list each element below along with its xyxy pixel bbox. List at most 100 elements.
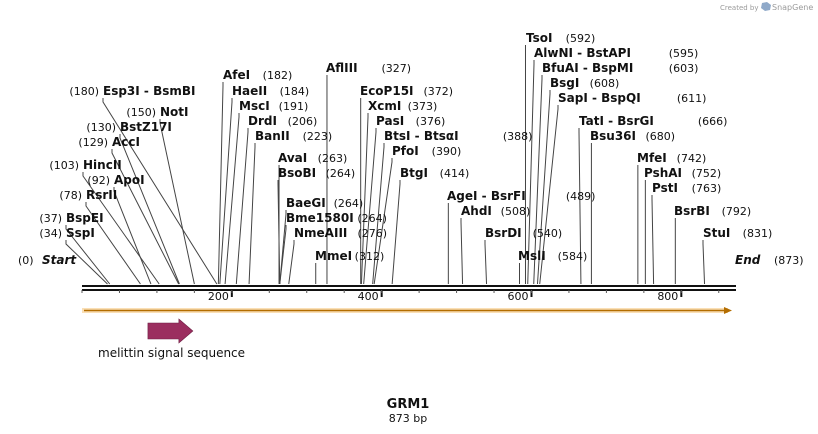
site-noti[interactable]: NotI(150) (126, 105, 188, 119)
feature-arrow-icon[interactable] (147, 318, 194, 344)
site-mfei[interactable]: MfeI(742) (637, 151, 706, 165)
site-position: (92) (87, 174, 110, 187)
site-name[interactable]: MfeI (637, 151, 667, 165)
site-banii[interactable]: BanII(223) (255, 129, 332, 143)
site-drdi[interactable]: DrdI(206) (248, 114, 317, 128)
site-sspi[interactable]: SspI(34) (39, 226, 94, 240)
site-name[interactable]: BsgI (550, 76, 579, 90)
site-name[interactable]: ApoI (114, 173, 145, 187)
site-name[interactable]: AhdI (461, 204, 492, 218)
site-connector (536, 90, 551, 285)
site-name[interactable]: AflIII (326, 61, 358, 75)
site-pfoi[interactable]: PfoI(390) (392, 144, 461, 158)
site-name[interactable]: BtsI - BtsαI (384, 129, 459, 143)
site-name[interactable]: PstI (652, 181, 678, 195)
site-tati-bsrgi[interactable]: TatI - BsrGI (666) (579, 114, 727, 128)
site-name[interactable]: TatI - BsrGI (579, 114, 654, 128)
site-bsrdi[interactable]: BsrDI(540) (485, 226, 562, 240)
site-mmei[interactable]: MmeI(312) (315, 249, 384, 263)
site-agei-bsrfi[interactable]: AgeI - BsrFI(489) (447, 189, 595, 203)
site-alwni-bstapi[interactable]: AlwNI - BstAPI(595) (534, 46, 698, 60)
site-baegi[interactable]: BaeGI(264) (286, 196, 363, 210)
site-name[interactable]: BspEI (66, 211, 104, 225)
site-haeii[interactable]: HaeII (184) (232, 84, 309, 98)
site-esp3i-bsmbi[interactable]: Esp3I - BsmBI(180) (69, 84, 195, 98)
site-connector (102, 98, 218, 285)
site-name[interactable]: BanII (255, 129, 290, 143)
site-acci[interactable]: AccI(129) (78, 135, 140, 149)
site-stui[interactable]: StuI(831) (703, 226, 772, 240)
site-name[interactable]: BfuAI - BspMI (542, 61, 633, 75)
site-name[interactable]: AvaI (278, 151, 307, 165)
site-connector (111, 149, 180, 285)
site-name[interactable]: Bme1580I (286, 211, 354, 225)
site-position: (508) (501, 205, 531, 218)
site-name[interactable]: StuI (703, 226, 730, 240)
site-name[interactable]: TsoI (526, 31, 552, 45)
site-name[interactable]: AfeI (223, 68, 250, 82)
site-ecop15i[interactable]: EcoP15I(372) (360, 84, 453, 98)
site-position: (184) (280, 85, 310, 98)
site-name[interactable]: AgeI - BsrFI (447, 189, 526, 203)
site-name[interactable]: DrdI (248, 114, 277, 128)
site-connector (363, 128, 377, 285)
site-sapi-bspqi[interactable]: SapI - BspQI(611) (558, 91, 706, 105)
site-rsrii[interactable]: RsrII(78) (59, 188, 117, 202)
site-name[interactable]: Bsu36I (590, 129, 636, 143)
site-bsrbi[interactable]: BsrBI(792) (674, 204, 751, 218)
site-pasi[interactable]: PasI(376) (376, 114, 445, 128)
site-bsobi[interactable]: BsoBI(264) (278, 166, 355, 180)
site-name[interactable]: MslI (518, 249, 546, 263)
site-name[interactable]: BsrDI (485, 226, 522, 240)
site-name[interactable]: PshAI (644, 166, 682, 180)
feature-track: melittin signal sequence (98, 318, 245, 360)
created-by-text: Created by (720, 4, 759, 12)
site-name[interactable]: PfoI (392, 144, 419, 158)
site-bsu36i[interactable]: Bsu36I(680) (590, 129, 675, 143)
site-name[interactable]: Esp3I - BsmBI (103, 84, 195, 98)
site-bspei[interactable]: BspEI(37) (39, 211, 103, 225)
site-psti[interactable]: PstI(763) (652, 181, 721, 195)
site-ahdi[interactable]: AhdI (508) (461, 204, 530, 218)
site-pshai[interactable]: PshAI(752) (644, 166, 721, 180)
site-tsoi[interactable]: TsoI (592) (526, 31, 595, 45)
site-name[interactable]: AccI (112, 135, 140, 149)
site-name[interactable]: MmeI (315, 249, 352, 263)
site-name[interactable]: BsoBI (278, 166, 316, 180)
site-name[interactable]: NmeAIII (294, 226, 347, 240)
site-name[interactable]: MscI (239, 99, 270, 113)
site-msci[interactable]: MscI(191) (239, 99, 308, 113)
site-btgi[interactable]: BtgI(414) (400, 166, 469, 180)
site-hincii[interactable]: HincII(103) (49, 158, 121, 172)
site-name[interactable]: BsrBI (674, 204, 710, 218)
site-afliii[interactable]: AflIII(327) (326, 61, 411, 75)
site-connector (85, 202, 141, 285)
site-msli[interactable]: MslI(584) (518, 249, 587, 263)
site-apoi[interactable]: ApoI (92) (87, 173, 144, 187)
site-btsi-bts-i[interactable]: BtsI - BtsαI(388) (384, 129, 532, 143)
site-name[interactable]: NotI (160, 105, 189, 119)
site-afei[interactable]: AfeI(182) (223, 68, 292, 82)
site-bme1580i[interactable]: Bme1580I(264) (286, 211, 387, 225)
site-name[interactable]: PasI (376, 114, 404, 128)
site-name[interactable]: BtgI (400, 166, 428, 180)
site-position: (592) (566, 32, 596, 45)
site-name[interactable]: XcmI (368, 99, 401, 113)
site-name[interactable]: HaeII (232, 84, 267, 98)
site-name[interactable]: BaeGI (286, 196, 326, 210)
site-name[interactable]: EcoP15I (360, 84, 414, 98)
site-bsgi[interactable]: BsgI(608) (550, 76, 619, 90)
site-name[interactable]: AlwNI - BstAPI (534, 46, 631, 60)
site-name[interactable]: SapI - BspQI (558, 91, 641, 105)
site-xcmi[interactable]: XcmI(373) (368, 99, 437, 113)
site-name[interactable]: SspI (66, 226, 95, 240)
site-name[interactable]: HincII (83, 158, 122, 172)
site-position: (666) (698, 115, 728, 128)
site-bstz17i[interactable]: BstZ17I(130) (86, 120, 171, 134)
site-avai[interactable]: AvaI(263) (278, 151, 347, 165)
site-bfuai-bspmi[interactable]: BfuAI - BspMI(603) (542, 61, 698, 75)
feature-melittin-signal-sequence[interactable]: melittin signal sequence (98, 318, 245, 360)
site-nmeaiii[interactable]: NmeAIII(276) (294, 226, 387, 240)
site-name[interactable]: RsrII (86, 188, 117, 202)
site-name[interactable]: BstZ17I (120, 120, 172, 134)
